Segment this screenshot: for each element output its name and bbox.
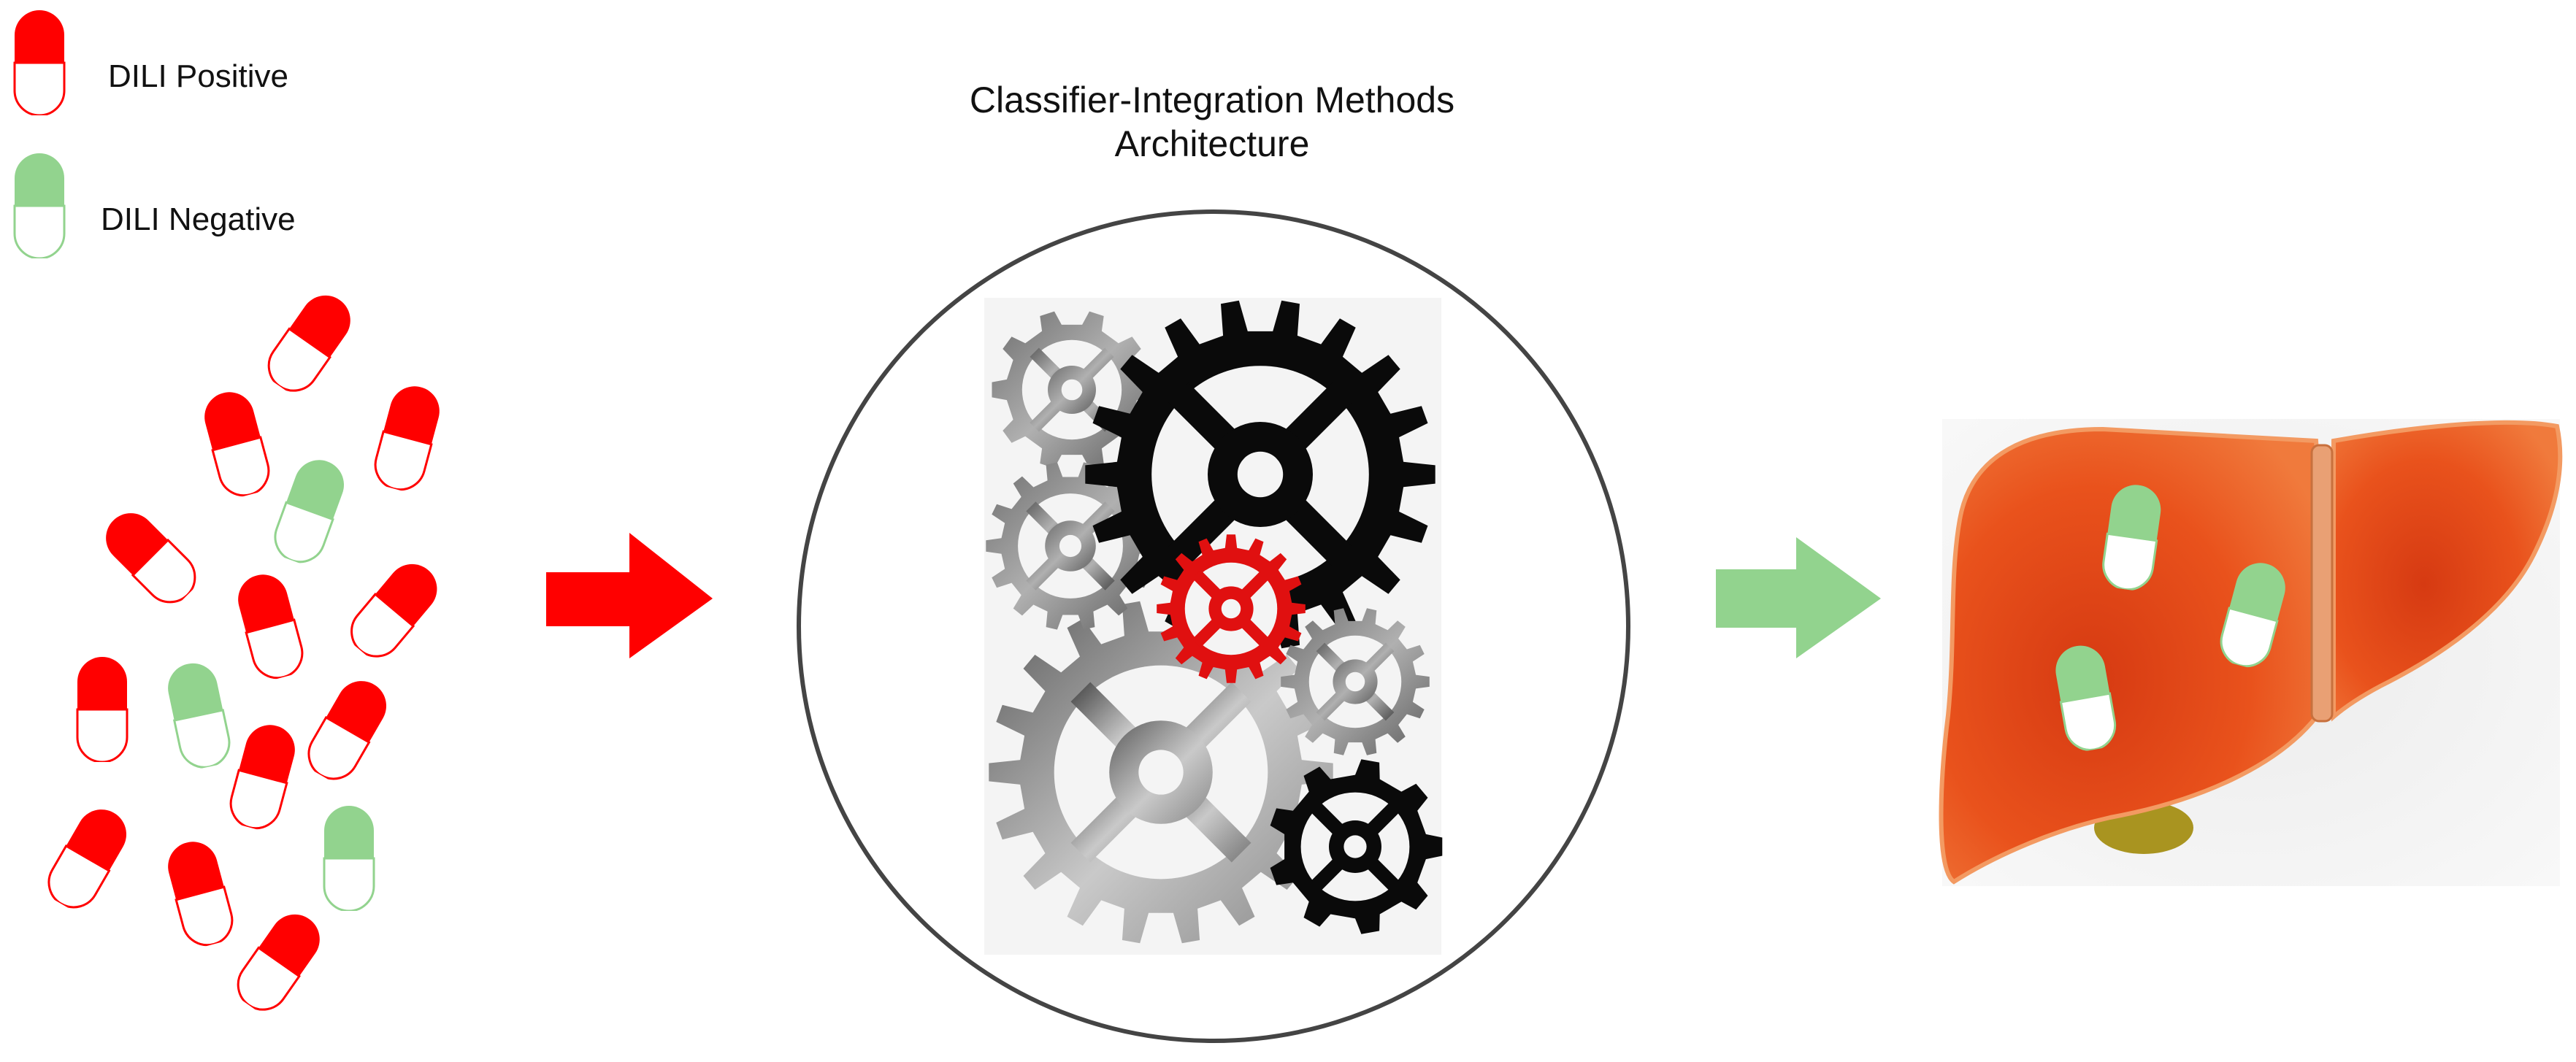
positive-pill-icon <box>231 568 309 685</box>
positive-pill-icon <box>198 385 275 502</box>
medium-gear-icon <box>1281 608 1430 755</box>
positive-pill-icon <box>76 657 129 762</box>
positive-pill-icon <box>224 718 302 835</box>
positive-pill-icon <box>161 835 239 952</box>
negative-pill-icon <box>323 806 375 911</box>
positive-pill-icon <box>94 501 207 614</box>
liver-icon <box>1939 426 2321 885</box>
liver-ligament <box>2310 444 2334 723</box>
medium-gear-icon <box>986 462 1155 630</box>
large-black-gear-icon <box>1085 300 1435 649</box>
positive-pill-icon <box>369 380 446 496</box>
legend-negative-pill-icon <box>13 153 66 258</box>
positive-pill-icon <box>340 553 448 668</box>
input-arrow-icon <box>546 533 713 658</box>
positive-pill-icon <box>258 285 361 401</box>
legend-positive-pill-icon <box>13 10 66 115</box>
legend-positive-label: DILI Positive <box>108 58 288 94</box>
positive-pill-icon <box>39 799 137 917</box>
liver-illustration <box>1939 419 2563 886</box>
output-arrow-icon <box>1716 537 1881 658</box>
red-gear-icon <box>1157 534 1306 683</box>
small-black-gear-icon <box>1270 759 1443 934</box>
large-gear-icon <box>989 601 1333 944</box>
positive-pill-icon <box>299 671 396 789</box>
legend <box>13 10 66 258</box>
positive-pill-icon <box>227 904 331 1020</box>
legend-negative-label: DILI Negative <box>101 201 296 237</box>
liver-right-lobe <box>2331 420 2563 722</box>
architecture-subtitle: Architecture <box>1114 123 1310 164</box>
architecture-title: Classifier-Integration Methods <box>969 80 1455 120</box>
negative-pill-icon <box>267 452 353 570</box>
input-compounds <box>39 285 448 1020</box>
architecture-module <box>797 209 1630 1043</box>
gears-cluster <box>986 300 1443 944</box>
negative-pill-icon <box>162 658 235 773</box>
